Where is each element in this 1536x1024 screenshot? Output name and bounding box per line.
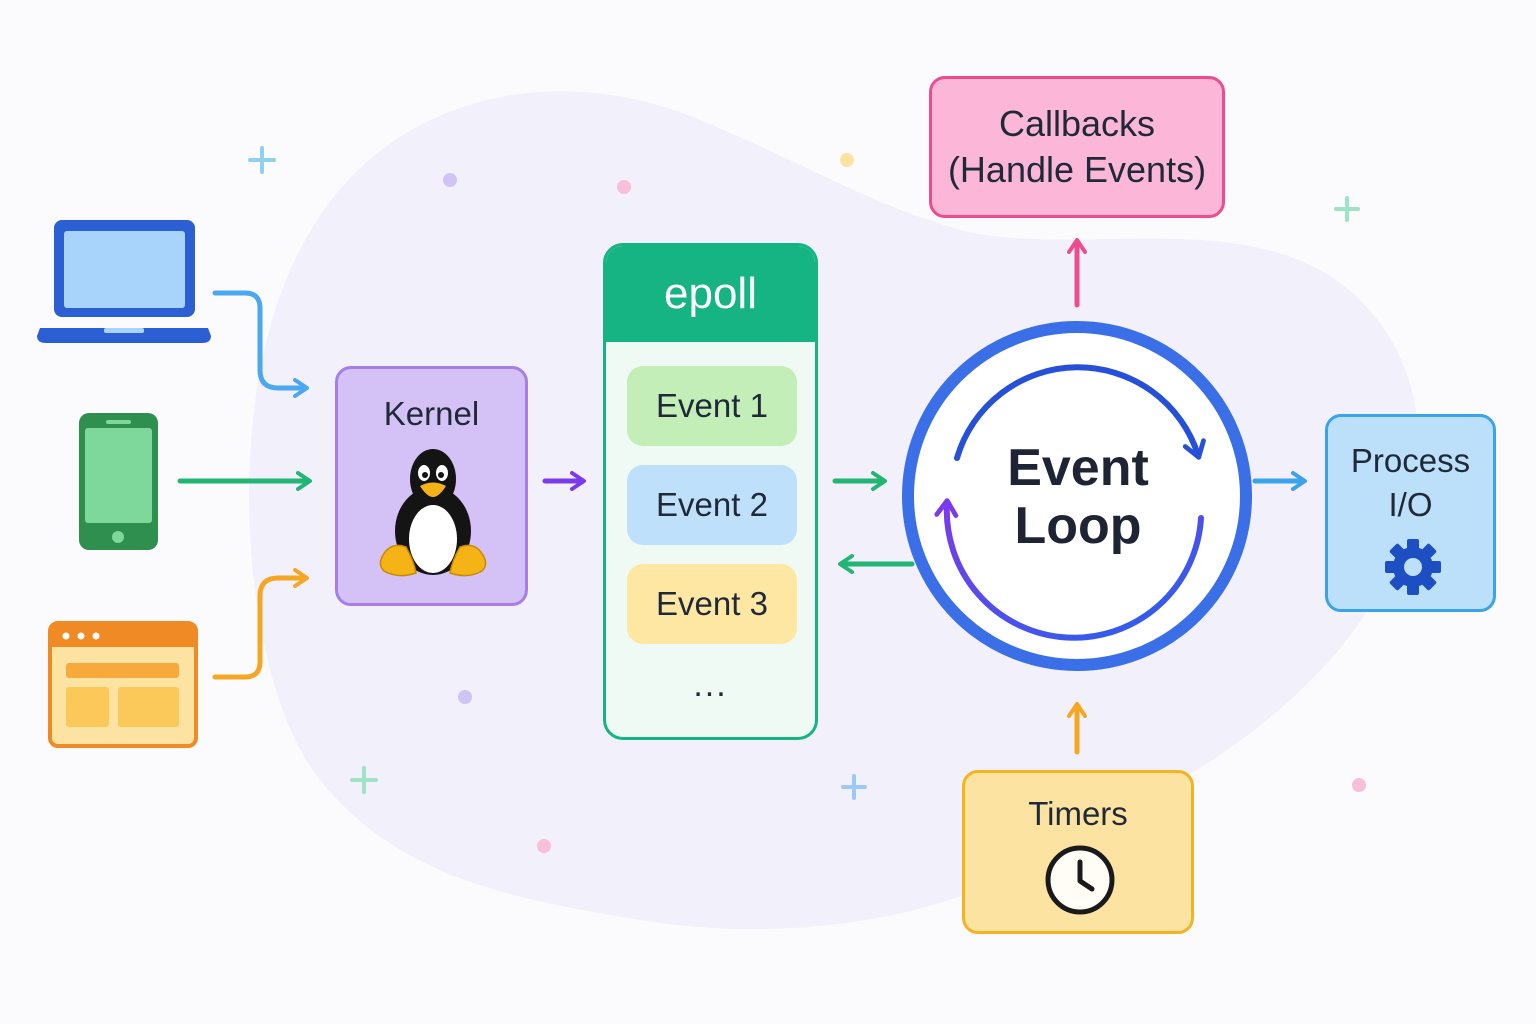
kernel-label: Kernel [383, 395, 480, 432]
gear-icon [1385, 539, 1441, 595]
smartphone-icon [79, 413, 158, 550]
decorative-sparkles [248, 146, 1366, 853]
laptop-icon [37, 220, 211, 343]
epoll-panel: epoll Event 1 Event 2 Event 3 ... [603, 243, 818, 740]
event-loop-ring [902, 321, 1252, 671]
event-loop-label-line1: Event [1007, 439, 1149, 497]
event-item-1: Event 1 [627, 366, 797, 446]
kernel-box: Kernel [335, 366, 528, 606]
more-events-ellipsis: ... [693, 666, 728, 704]
arrow-laptop-to-kernel [212, 290, 309, 398]
callbacks-title: Callbacks [998, 103, 1156, 144]
tux-penguin-icon [379, 449, 487, 577]
loop-arrow-top [954, 364, 1206, 461]
loop-arrow-bottom [934, 498, 1204, 641]
event-loop-label-line2: Loop [1014, 497, 1142, 555]
background-blob [249, 91, 1419, 930]
process-io-subtitle: I/O [1388, 486, 1433, 523]
browser-window-icon [48, 621, 198, 748]
process-io-title: Process [1350, 442, 1471, 479]
clock-icon [1045, 845, 1115, 915]
timers-box: Timers [962, 770, 1194, 934]
arrow-browser-to-kernel [212, 568, 309, 680]
event-item-3: Event 3 [627, 564, 797, 644]
event-item-2: Event 2 [627, 465, 797, 545]
epoll-title: epoll [606, 246, 815, 342]
callbacks-subtitle: (Handle Events) [947, 149, 1207, 190]
callbacks-box: Callbacks (Handle Events) [929, 76, 1225, 218]
timers-label: Timers [1028, 795, 1128, 832]
process-io-box: Process I/O [1325, 414, 1496, 612]
